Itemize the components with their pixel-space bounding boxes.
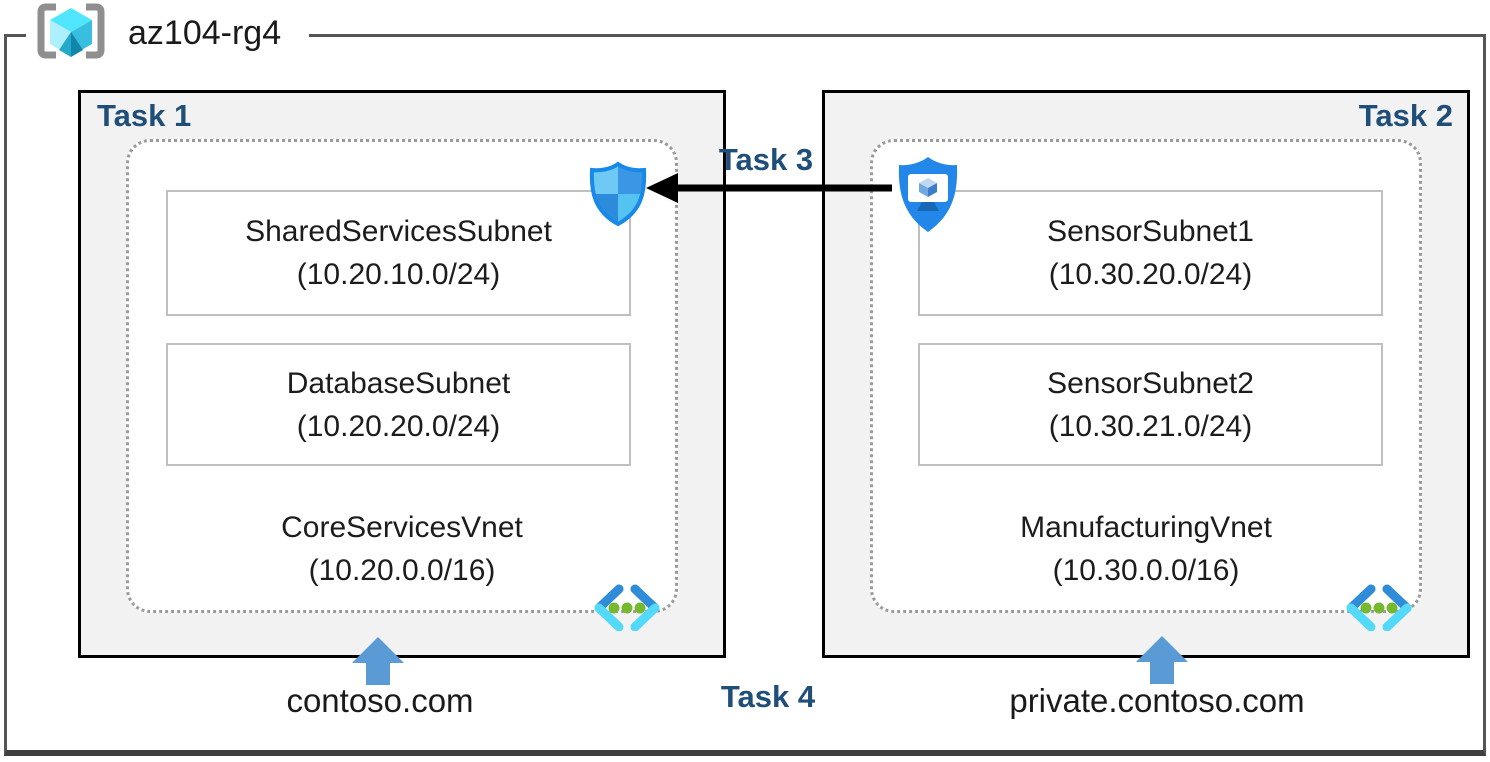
vnet-name: CoreServicesVnet [281, 511, 523, 544]
subnet-cidr: (10.30.20.0/24) [1048, 258, 1253, 291]
vnet-cidr: (10.30.0.0/16) [1052, 554, 1240, 587]
subnet-name: SharedServicesSubnet [245, 215, 552, 248]
up-arrow [352, 637, 404, 690]
peering-arrow [640, 169, 896, 214]
subnet-name: SensorSubnet1 [1047, 215, 1254, 248]
task2-label: Task 2 [1358, 98, 1453, 133]
sensor-subnet1-box: SensorSubnet1 (10.30.20.0/24) [918, 190, 1383, 316]
task1-label: Task 1 [97, 98, 192, 133]
database-subnet-box: DatabaseSubnet (10.20.20.0/24) [166, 343, 631, 466]
application-security-group-icon [894, 154, 962, 241]
virtual-network-icon [591, 583, 663, 636]
resource-group-icon [34, 1, 108, 66]
subnet-name: DatabaseSubnet [286, 366, 511, 400]
network-security-group-icon [587, 161, 649, 232]
task1-box: Task 1 SharedServicesSubnet (10.20.10.0/… [78, 90, 726, 658]
subnet-cidr: (10.30.21.0/24) [1048, 409, 1253, 443]
manufacturing-vnet-label: ManufacturingVnet (10.30.0.0/16) [870, 506, 1422, 592]
vnet-name: ManufacturingVnet [1020, 511, 1272, 544]
shared-services-subnet-box: SharedServicesSubnet (10.20.10.0/24) [166, 190, 631, 316]
resource-group-header: az104-rg4 [26, 1, 310, 66]
subnet-name: SensorSubnet2 [1047, 366, 1254, 400]
sensor-subnet2-box: SensorSubnet2 (10.30.21.0/24) [918, 343, 1383, 466]
vnet-cidr: (10.20.0.0/16) [308, 554, 496, 587]
subnet-cidr: (10.20.10.0/24) [296, 258, 501, 291]
resource-group-frame [4, 34, 1486, 756]
core-services-vnet-label: CoreServicesVnet (10.20.0.0/16) [126, 506, 678, 592]
task2-box: Task 2 SensorSubnet1 (10.30.20.0/24) Sen… [822, 90, 1470, 658]
subnet-cidr: (10.20.20.0/24) [296, 409, 501, 443]
virtual-network-icon [1343, 583, 1415, 636]
private-contoso-dns-label: private.contoso.com [1009, 682, 1305, 719]
task3-label: Task 3 [718, 142, 814, 177]
contoso-dns-label: contoso.com [286, 682, 474, 719]
up-arrow [1136, 636, 1188, 689]
task4-label: Task 4 [720, 679, 816, 714]
resource-group-name: az104-rg4 [128, 13, 282, 52]
